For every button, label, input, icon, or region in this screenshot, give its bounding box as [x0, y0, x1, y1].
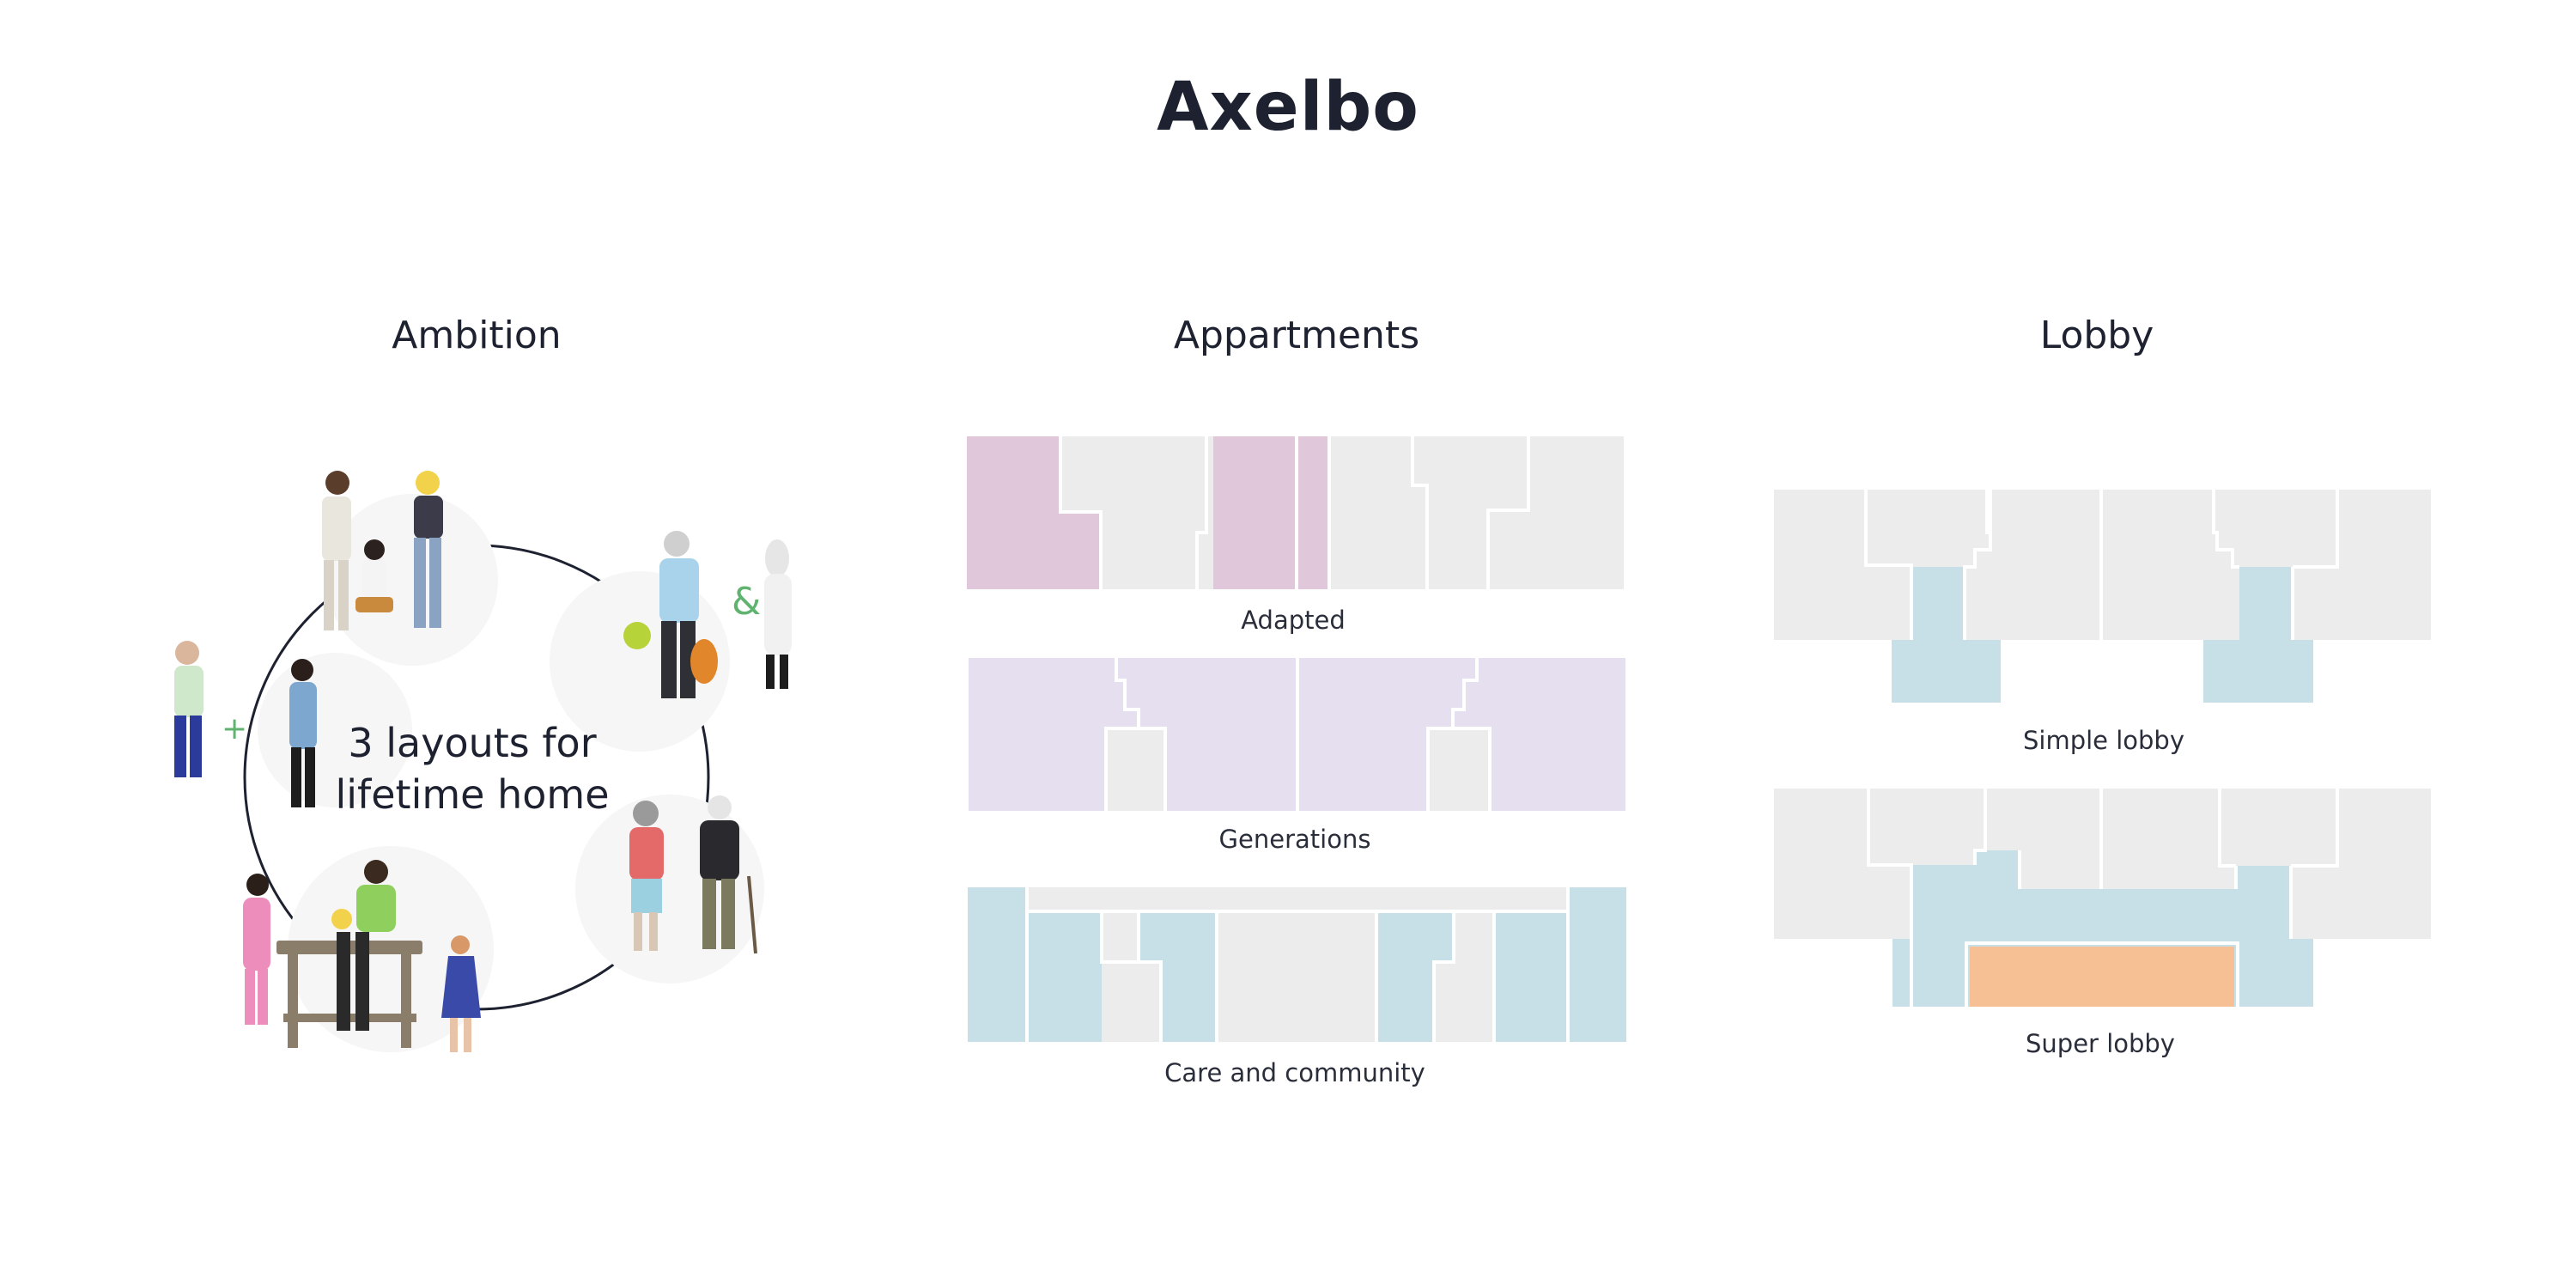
plan-super-lobby	[1774, 789, 2431, 1014]
plus-symbol: +	[222, 711, 247, 746]
super-lobby-accent-room	[1970, 947, 2234, 1007]
elderly-couple-figure	[629, 795, 757, 954]
caption-simple-lobby: Simple lobby	[2022, 726, 2185, 755]
grandfather-figure	[174, 641, 204, 777]
caption-generations: Generations	[1218, 825, 1371, 854]
caption-adapted: Adapted	[1241, 606, 1346, 635]
caption-care-community: Care and community	[1164, 1058, 1425, 1087]
center-text-line1: 3 layouts for	[348, 720, 597, 766]
young-man-figure	[289, 659, 317, 807]
page-title: Axelbo	[1157, 69, 1419, 146]
plan-care-community	[968, 887, 1626, 1042]
family-table-figures	[243, 860, 481, 1052]
plan-adapted	[967, 436, 1624, 589]
plan-generations	[969, 658, 1625, 811]
caption-super-lobby: Super lobby	[2026, 1029, 2175, 1058]
and-symbol: &	[732, 580, 761, 624]
ambition-center-text: 3 layouts for lifetime home	[301, 717, 644, 820]
heading-ambition: Ambition	[392, 314, 562, 357]
center-text-line2: lifetime home	[335, 771, 610, 818]
woman-standing-figure	[764, 539, 792, 689]
elderly-man-figure	[623, 531, 718, 698]
heading-lobby: Lobby	[2039, 314, 2154, 357]
heading-appartments: Appartments	[1173, 314, 1420, 357]
bg-circle-top	[326, 494, 498, 666]
plan-simple-lobby	[1774, 490, 2431, 703]
family-top-figures	[322, 471, 443, 630]
